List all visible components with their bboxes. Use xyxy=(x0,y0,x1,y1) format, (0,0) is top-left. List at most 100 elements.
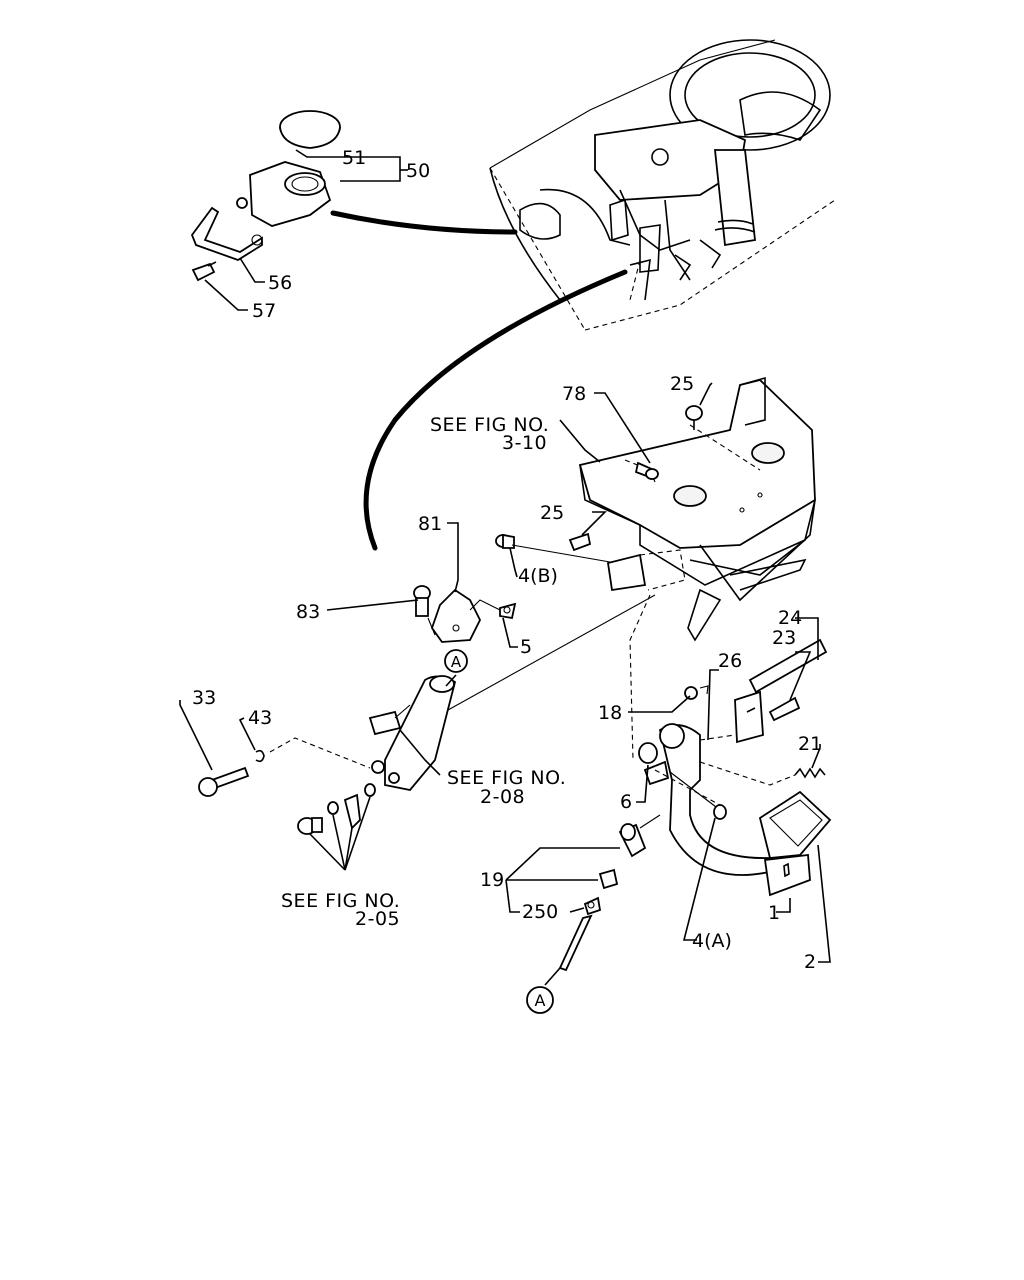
callout-33: 33 xyxy=(192,687,216,709)
pin-5-leader xyxy=(469,599,501,611)
leader-fig310 xyxy=(559,419,601,463)
marker-a-lower: A xyxy=(526,986,554,1014)
callout-19: 19 xyxy=(480,869,504,891)
leader-25b xyxy=(581,511,607,536)
leader-24 xyxy=(795,617,819,660)
leader-25a xyxy=(699,382,713,406)
bracket-50 xyxy=(370,156,401,182)
bracket-plate-4b xyxy=(606,553,647,592)
callout-83: 83 xyxy=(296,601,320,623)
banjo-bolt xyxy=(297,817,323,835)
bolt-83 xyxy=(413,585,431,617)
leader-56 xyxy=(239,257,265,283)
callout-4a: 4(A) xyxy=(692,930,732,952)
clevis-yoke xyxy=(618,823,647,858)
pedal-shaft-bracket xyxy=(734,638,828,744)
callout-2: 2 xyxy=(804,951,816,973)
leader-2 xyxy=(817,844,831,963)
leader-250b xyxy=(569,907,585,913)
washer-a xyxy=(327,801,339,815)
leader-21 xyxy=(811,744,821,769)
pushrod-250 xyxy=(558,896,602,972)
assembly-dash-bushing xyxy=(654,769,721,806)
assembly-dash-pedal xyxy=(629,594,651,761)
callout-24: 24 xyxy=(778,607,802,629)
callout-51: 51 xyxy=(342,147,366,169)
return-spring-21 xyxy=(794,767,826,779)
leader-26 xyxy=(707,669,719,741)
reservoir-bracket xyxy=(190,206,263,261)
leader-4b xyxy=(509,547,518,578)
bolt-78 xyxy=(634,461,659,480)
bolt-25-upper xyxy=(685,405,703,430)
dashboard-steering-column xyxy=(489,39,836,331)
leader-81 xyxy=(447,522,459,593)
marker-a-upper: A xyxy=(444,649,468,673)
nut-19 xyxy=(598,868,619,890)
leader-markerA1 xyxy=(445,674,457,687)
leader-fig205-a xyxy=(309,833,346,871)
leader-5 xyxy=(502,617,518,648)
bracket-plate-dash xyxy=(639,549,686,591)
leader-18 xyxy=(628,695,691,713)
callout-56: 56 xyxy=(268,272,292,294)
leader-78 xyxy=(594,392,651,464)
callout-4b: 4(B) xyxy=(518,565,558,587)
collar-26 xyxy=(699,685,709,695)
callout-6: 6 xyxy=(620,791,632,813)
bracket-bolt xyxy=(191,261,217,282)
bolt-25-lower xyxy=(568,532,592,552)
reservoir-cap xyxy=(279,110,341,149)
bolt-83-leader-plate xyxy=(427,617,436,636)
spring-link xyxy=(699,761,796,786)
leader-fig205-c xyxy=(344,827,353,871)
leader-markerA2 xyxy=(544,967,561,986)
leader-51 xyxy=(295,149,370,158)
clutch-pedal-arm xyxy=(658,723,780,876)
leader-19 xyxy=(505,847,620,881)
clip-43 xyxy=(255,749,265,763)
pin-5 xyxy=(499,602,517,620)
bushing-6 xyxy=(638,742,670,786)
clip-81 xyxy=(430,588,482,643)
leader-83 xyxy=(326,599,419,611)
assembly-dash-shaft xyxy=(699,734,736,741)
leader-23 xyxy=(789,651,812,701)
callout-26: 26 xyxy=(718,650,742,672)
pedal-pad xyxy=(758,790,832,897)
bolt-33 xyxy=(198,766,250,797)
reservoir-tank xyxy=(236,161,332,227)
leader-fig208 xyxy=(399,729,441,776)
ref-fig-205-line2: 2-05 xyxy=(355,908,400,930)
ref-fig-208-line1: SEE FIG NO. xyxy=(447,767,566,789)
callout-5: 5 xyxy=(520,636,532,658)
leader-33 xyxy=(179,700,213,771)
nut-4b xyxy=(495,533,515,549)
leader-43 xyxy=(238,717,256,751)
callout-23: 23 xyxy=(772,627,796,649)
ref-fig-208-line2: 2-08 xyxy=(480,786,525,808)
reservoir-hose xyxy=(330,210,518,235)
callout-57: 57 xyxy=(252,300,276,322)
marker-a-lower-label: A xyxy=(535,991,546,1010)
hydraulic-line xyxy=(363,269,628,551)
nut-4a xyxy=(713,804,727,820)
fitting xyxy=(343,793,361,830)
leader-fig205-d xyxy=(344,796,371,871)
nut-18 xyxy=(684,686,698,700)
pedal-bracket xyxy=(578,376,816,642)
callout-43: 43 xyxy=(248,707,272,729)
callout-25-upper: 25 xyxy=(670,373,694,395)
callout-21: 21 xyxy=(798,733,822,755)
master-cylinder-pushrod-leader xyxy=(394,704,411,719)
callout-1: 1 xyxy=(768,902,780,924)
clevis-link xyxy=(639,814,661,829)
callout-250: 250 xyxy=(522,901,558,923)
callout-25-lower: 25 xyxy=(540,502,564,524)
callout-81: 81 xyxy=(418,513,442,535)
clip-43-link xyxy=(269,737,371,769)
callout-78: 78 xyxy=(562,383,586,405)
leader-250 xyxy=(505,879,520,913)
ref-fig-310-line1: SEE FIG NO. xyxy=(430,414,549,436)
